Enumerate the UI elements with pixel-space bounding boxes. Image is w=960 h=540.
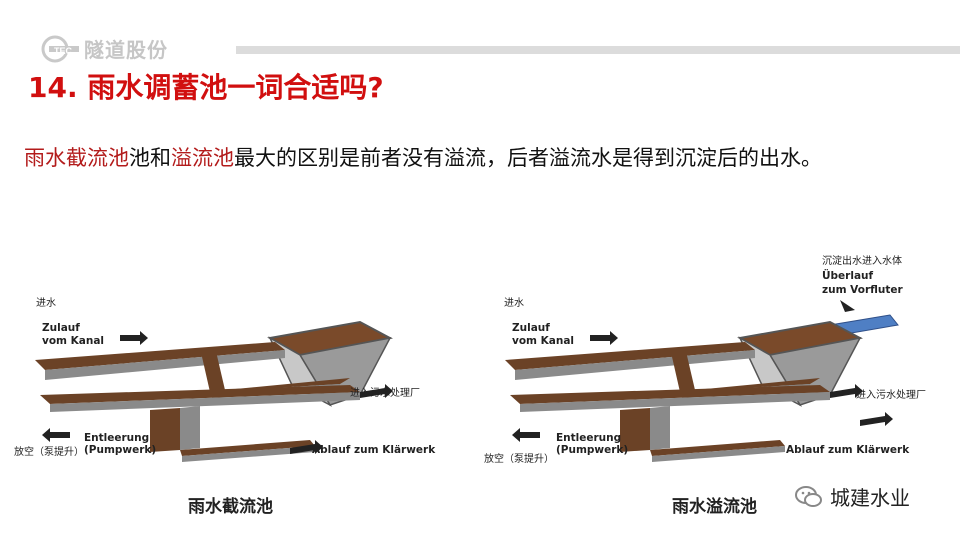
slide-title: 14. 雨水调蓄池一词合适吗? (28, 71, 384, 104)
left-diagram-caption: 雨水截流池 (188, 497, 273, 517)
interception-tank-diagram (35, 320, 393, 462)
left-drain-de2: (Pumpwerk) (84, 444, 157, 456)
logo-text: 隧道股份 (84, 38, 168, 62)
term-interception-tank: 雨水截流池 (24, 146, 129, 170)
left-inflow-de1: Zulauf (42, 322, 80, 334)
body-text: 雨水截流池池和溢流池最大的区别是前者没有溢流，后者溢流水是得到沉淀后的出水。 (24, 142, 822, 172)
left-to-plant-cn: 进入污水处理厂 (350, 388, 420, 399)
wechat-icon (795, 485, 822, 507)
right-to-plant-cn: 进入污水处理厂 (856, 390, 926, 401)
right-inflow-de2: vom Kanal (512, 335, 575, 347)
left-inflow-cn: 进水 (36, 298, 56, 309)
body-text-connector: 池和 (129, 146, 171, 170)
svg-text:TEC: TEC (54, 46, 73, 56)
right-overflow-de2: zum Vorfluter (822, 284, 903, 296)
right-drain-de1: Entleerung (556, 432, 622, 444)
watermark: 城建水业 (794, 482, 910, 511)
right-overflow-de1: Überlauf (822, 270, 874, 282)
term-overflow-tank: 溢流池 (171, 146, 234, 170)
watermark-text: 城建水业 (830, 486, 910, 510)
right-inflow-cn: 进水 (504, 298, 524, 309)
right-inflow-de1: Zulauf (512, 322, 550, 334)
left-drain-cn: 放空（泵提升） (14, 447, 84, 458)
left-inflow-de2: vom Kanal (42, 335, 105, 347)
right-outflow-de: Ablauf zum Klärwerk (786, 444, 910, 456)
right-overflow-cn: 沉淀出水进入水体 (822, 256, 902, 267)
right-drain-de2: (Pumpwerk) (556, 444, 629, 456)
right-diagram-caption: 雨水溢流池 (672, 497, 757, 517)
right-drain-cn: 放空（泵提升） (484, 454, 554, 465)
header-divider-bar (236, 46, 960, 54)
left-drain-de1: Entleerung (84, 432, 150, 444)
body-text-rest: 最大的区别是前者没有溢流，后者溢流水是得到沉淀后的出水。 (234, 146, 822, 170)
company-logo: TEC (41, 35, 79, 63)
overflow-tank-diagram (505, 300, 899, 462)
left-outflow-de: Ablauf zum Klärwerk (312, 444, 436, 456)
